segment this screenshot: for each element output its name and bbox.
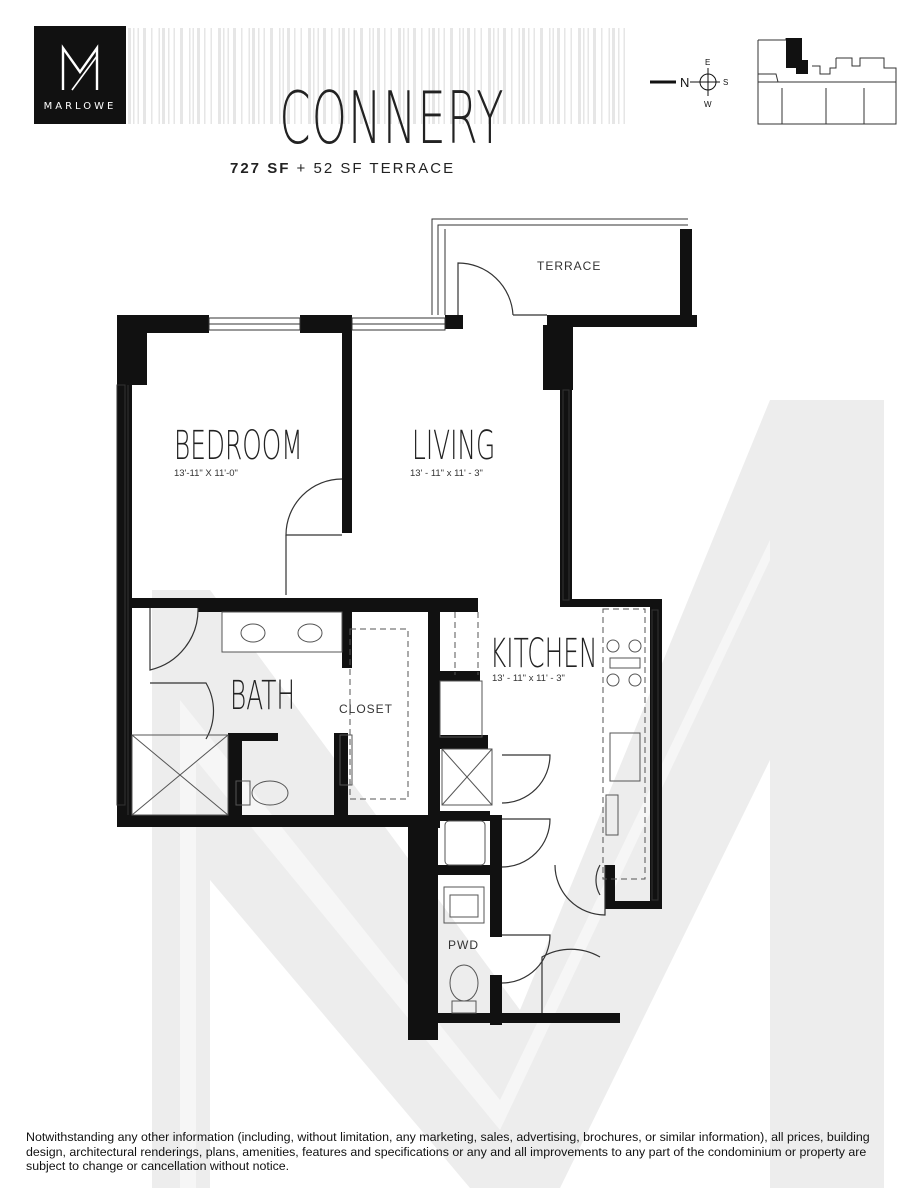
doors [149,262,606,1013]
living-label: LIVING [412,423,496,469]
kitchen-label: KITCHEN [490,631,598,677]
interior-sqft: 727 SF [230,160,291,177]
kitchen-dimensions: 13' - 11" x 11' - 3" [492,673,565,684]
powder-room-label: PWD [448,938,479,952]
terrace-railing [431,218,688,315]
bath-label: BATH [230,673,296,719]
terrace-label: TERRACE [537,259,602,273]
closet-label: CLOSET [339,702,394,716]
bedroom-dimensions: 13'-11" X 11'-0" [174,468,238,479]
compass-icon: N E S W [650,58,728,109]
living-dimensions: 13' - 11" x 11' - 3" [410,468,483,479]
compass-west: W [704,100,712,109]
header-stripes [128,28,625,124]
terrace-sqft: 52 SF TERRACE [313,160,456,177]
unit-name: CONNERY [279,76,505,160]
compass-north: N [680,75,689,90]
fixtures [131,608,646,1014]
brand-name: MARLOWE [43,101,117,112]
compass-south: S [723,78,728,87]
compass-east: E [705,58,710,67]
bedroom-label: BEDROOM [174,423,303,469]
floor-plan [116,218,697,1040]
sqft-separator: + [296,160,308,177]
walls [117,229,697,1040]
windows [116,317,659,901]
marlowe-logo-icon: MARLOWE [34,26,126,124]
key-plan-icon [757,38,897,125]
legal-disclaimer: Notwithstanding any other information (i… [26,1130,870,1173]
square-footage: 727 SF + 52 SF TERRACE [230,160,500,177]
